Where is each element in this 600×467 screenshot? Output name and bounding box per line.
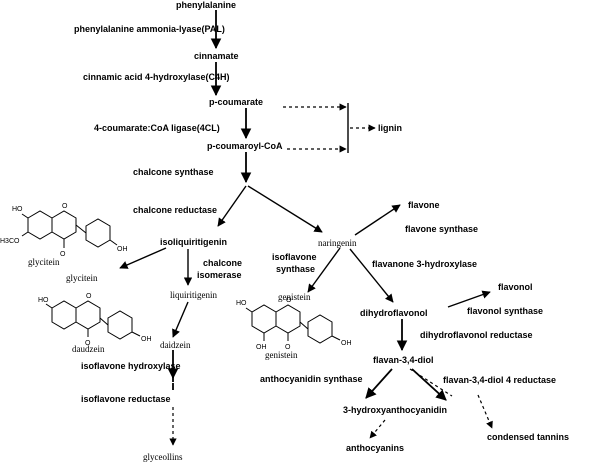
enzyme-chi-line2: isomerase (197, 270, 242, 280)
node-daidzein: daidzein (160, 340, 191, 350)
node-glyceollins: glyceollins (143, 452, 183, 462)
glycitein-ho-label: HO (12, 206, 23, 213)
enzyme-ifs-line2: synthase (276, 264, 315, 274)
node-flavonol: flavonol (498, 282, 533, 292)
node-3-hydroxyanthocyanidin: 3-hydroxyanthocyanidin (343, 405, 447, 415)
node-flavan-3-4-diol: flavan-3,4-diol (373, 355, 434, 365)
arrow-liq-to-daidzein (172, 301, 189, 338)
enzyme-fls: flavonol synthase (467, 306, 543, 316)
arrow-isoliq-to-glycitein (119, 247, 167, 269)
structure-glycitein: HO H3CO O O OH (0, 203, 128, 258)
arrow-chs-to-isoliquiritigenin (217, 185, 247, 227)
genistein-o-ring-label: O (286, 297, 292, 304)
daidzein-o-ring-label: O (86, 293, 92, 300)
arrow-naringenin-to-dihydroflavonol (349, 248, 394, 303)
dash-anthocyanidin-to-anthocyanins (369, 419, 386, 439)
node-dihydroflavonol: dihydroflavonol (360, 308, 428, 318)
node-p-coumaroyl-coa: p-coumaroyl-CoA (207, 141, 283, 151)
enzyme-ifs-line1: isoflavone (272, 252, 317, 262)
enzyme-pal: phenylalanine ammonia-lyase(PAL) (74, 24, 225, 34)
node-cinnamate: cinnamate (194, 51, 239, 61)
metabolites: phenylalanine cinnamate p-coumarate lign… (28, 0, 569, 462)
genistein-o-keto-label: O (285, 344, 291, 351)
node-lignin: lignin (378, 123, 402, 133)
enzyme-4cl: 4-coumarate:CoA ligase(4CL) (94, 123, 220, 133)
genistein-oh-5-label: OH (256, 344, 267, 351)
glycitein-o-ring-label: O (62, 203, 68, 210)
node-daudzein-struct: daudzein (72, 344, 105, 354)
node-genistein-struct: genistein (265, 350, 298, 360)
node-condensed-tannins: condensed tannins (487, 432, 569, 442)
daidzein-oh-label: OH (141, 336, 152, 343)
node-glycitein: glycitein (66, 273, 98, 283)
enzymes: phenylalanine ammonia-lyase(PAL) cinnami… (74, 24, 556, 404)
structure-genistein: HO O OH O OH (236, 297, 352, 351)
daidzein-ho-label: HO (38, 297, 49, 304)
enzyme-dfr: dihydroflavonol reductase (420, 330, 533, 340)
enzyme-c4h: cinnamic acid 4-hydroxylase(C4H) (83, 72, 230, 82)
arrow-naringenin-to-genistein (307, 247, 341, 293)
edges (119, 10, 493, 446)
node-naringenin: naringenin (318, 238, 357, 248)
genistein-ho-label: HO (236, 300, 247, 307)
arrow-dihydroflavonol-to-flavonol (447, 290, 491, 308)
enzyme-f3h: flavanone 3-hydroxylase (372, 259, 477, 269)
arrow-naringenin-to-flavone (354, 204, 401, 236)
genistein-oh-label: OH (341, 340, 352, 347)
arrow-flavan-to-lar (411, 368, 447, 401)
dash-lar-to-tannins (477, 394, 493, 429)
enzyme-fns: flavone synthase (405, 224, 478, 234)
daidzein-o-keto-label: O (85, 340, 91, 347)
node-genistein: genistein (278, 292, 311, 302)
enzyme-ans: anthocyanidin synthase (260, 374, 363, 384)
node-glycitein-struct: glycitein (28, 257, 60, 267)
node-flavone: flavone (408, 200, 440, 210)
node-isoliquiritigenin: isoliquiritigenin (160, 237, 227, 247)
arrow-flavan-to-anthocyanidin (365, 368, 393, 399)
glycitein-o-keto-label: O (60, 251, 66, 258)
node-phenylalanine: phenylalanine (176, 0, 236, 10)
enzyme-lar: flavan-3,4-diol 4 reductase (443, 375, 556, 385)
node-anthocyanins: anthocyanins (346, 443, 404, 453)
enzyme-ifr: isoflavone reductase (81, 394, 171, 404)
enzyme-chr: chalcone reductase (133, 205, 217, 215)
enzyme-chs: chalcone synthase (133, 167, 214, 177)
node-liquiritigenin: liquiritigenin (170, 290, 217, 300)
enzyme-chi-line1: chalcone (203, 258, 242, 268)
node-p-coumarate: p-coumarate (209, 97, 263, 107)
enzyme-ifh: isoflavone hydroxylase (81, 361, 181, 371)
glycitein-h3co-label: H3CO (0, 238, 20, 245)
arrow-chs-to-naringenin (247, 185, 323, 233)
glycitein-oh-label: OH (117, 246, 128, 253)
structure-daidzein: HO O O OH (38, 293, 152, 347)
